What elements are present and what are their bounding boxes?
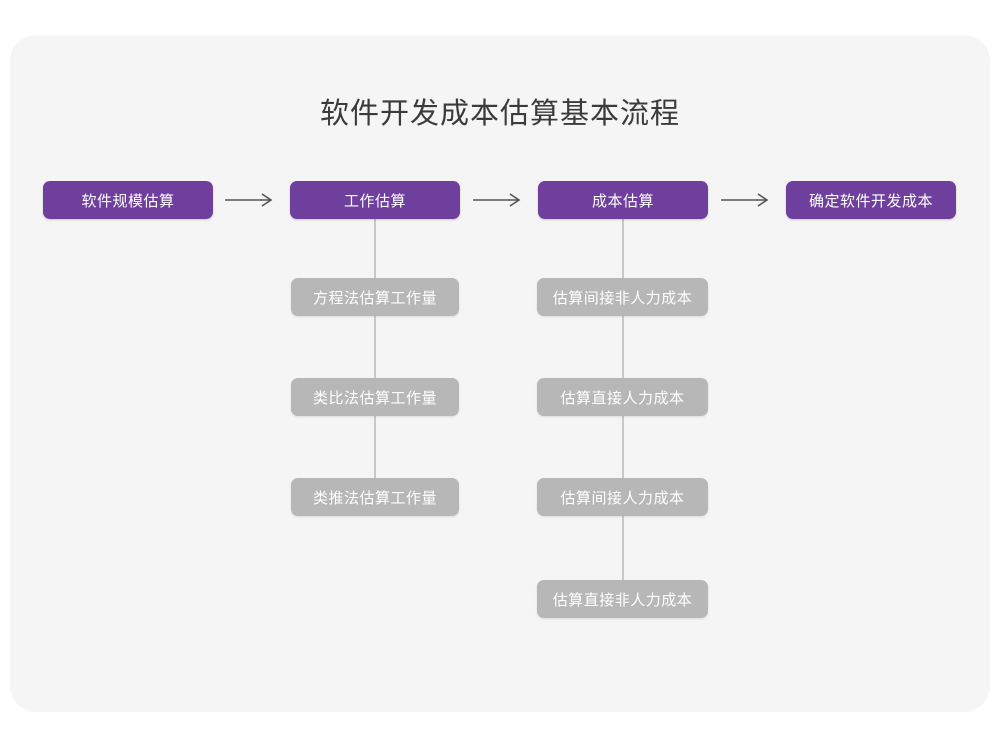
branch-connector-line-work xyxy=(374,219,376,497)
flow-node-cost-estimation[interactable]: 成本估算 xyxy=(538,181,708,219)
branch-node-label: 类比法估算工作量 xyxy=(312,389,437,407)
branch-node-indirect-labor-cost[interactable]: 估算间接人力成本 xyxy=(537,478,708,516)
branch-node-label: 类推法估算工作量 xyxy=(312,489,437,507)
flow-node-label: 确定软件开发成本 xyxy=(808,192,933,210)
branch-node-inference-method-effort[interactable]: 类推法估算工作量 xyxy=(291,478,459,516)
flow-node-label: 成本估算 xyxy=(591,192,654,210)
diagram-card xyxy=(10,35,990,712)
branch-node-label: 估算直接人力成本 xyxy=(560,389,685,407)
flow-node-determine-development-cost[interactable]: 确定软件开发成本 xyxy=(786,181,956,219)
page-title: 软件开发成本估算基本流程 xyxy=(319,98,680,130)
branch-node-label: 方程法估算工作量 xyxy=(312,289,437,307)
branch-node-analogy-method-effort[interactable]: 类比法估算工作量 xyxy=(291,378,459,416)
branch-node-indirect-nonlabor-cost[interactable]: 估算间接非人力成本 xyxy=(537,278,708,316)
branch-node-label: 估算直接非人力成本 xyxy=(552,591,693,609)
flow-node-label: 软件规模估算 xyxy=(81,192,175,210)
flow-arrow-icon-1 xyxy=(221,181,279,219)
branch-node-equation-method-effort[interactable]: 方程法估算工作量 xyxy=(291,278,459,316)
branch-node-label: 估算间接非人力成本 xyxy=(552,289,693,307)
branch-node-direct-labor-cost[interactable]: 估算直接人力成本 xyxy=(537,378,708,416)
flow-node-label: 工作估算 xyxy=(343,192,406,210)
flow-arrow-icon-2 xyxy=(469,181,527,219)
branch-node-label: 估算间接人力成本 xyxy=(560,489,685,507)
flow-node-software-size-estimation[interactable]: 软件规模估算 xyxy=(43,181,213,219)
flow-arrow-icon-3 xyxy=(717,181,775,219)
flow-node-effort-estimation[interactable]: 工作估算 xyxy=(290,181,460,219)
branch-node-direct-nonlabor-cost[interactable]: 估算直接非人力成本 xyxy=(537,580,708,618)
